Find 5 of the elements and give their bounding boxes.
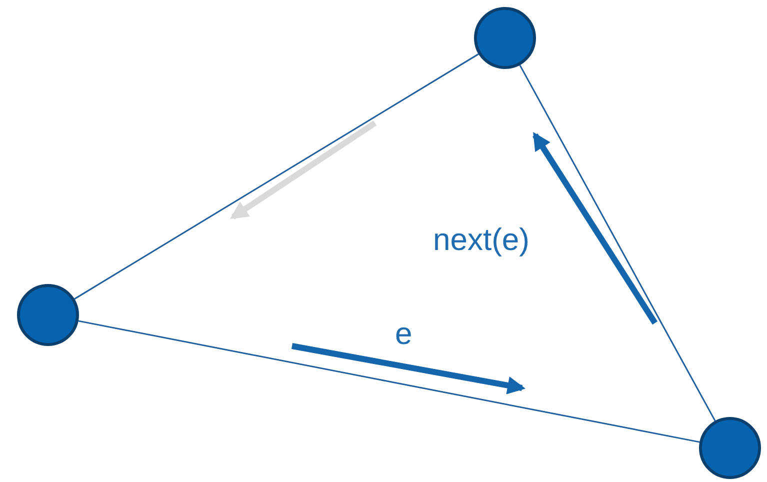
- edge-line: [519, 64, 716, 422]
- edge-line: [78, 320, 700, 443]
- half-edge-label: next(e): [433, 224, 530, 255]
- edge-line: [74, 53, 479, 300]
- half-edge-label: e: [395, 318, 412, 349]
